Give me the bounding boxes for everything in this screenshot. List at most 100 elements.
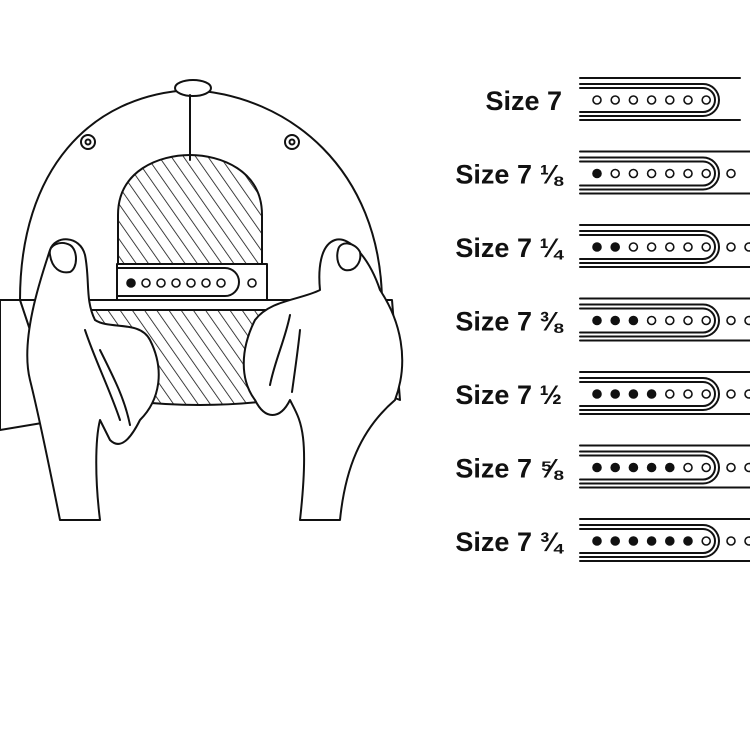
open-hole bbox=[664, 95, 675, 105]
filled-hole bbox=[628, 536, 639, 546]
size-row: Size 7 ⅛ bbox=[455, 150, 750, 195]
filled-hole bbox=[592, 315, 602, 326]
open-hole bbox=[646, 315, 657, 326]
outer-hole bbox=[726, 242, 736, 252]
outer-hole bbox=[744, 389, 750, 399]
outer-hole bbox=[744, 315, 750, 326]
filled-hole bbox=[610, 462, 621, 473]
open-hole bbox=[646, 168, 657, 179]
open-hole bbox=[628, 95, 639, 105]
open-hole bbox=[664, 168, 675, 179]
open-hole bbox=[701, 95, 712, 105]
size-label: Size 7 ¼ bbox=[455, 233, 564, 263]
size-label: Size 7 ⅝ bbox=[455, 454, 563, 484]
open-hole bbox=[701, 315, 712, 326]
open-hole bbox=[628, 168, 639, 179]
strap-tab bbox=[579, 377, 720, 411]
strap-tab-inner bbox=[579, 307, 716, 334]
filled-hole bbox=[664, 536, 675, 546]
open-hole bbox=[701, 389, 712, 399]
open-hole bbox=[610, 95, 621, 105]
size-label: Size 7 bbox=[485, 86, 562, 116]
open-hole bbox=[646, 95, 657, 105]
outer-hole bbox=[726, 536, 736, 546]
open-hole bbox=[628, 242, 639, 252]
filled-hole bbox=[628, 315, 639, 326]
open-hole bbox=[701, 242, 712, 252]
cap-button bbox=[174, 79, 212, 97]
size-label: Size 7 ½ bbox=[455, 380, 562, 410]
open-hole bbox=[664, 242, 675, 252]
size-row: Size 7 bbox=[485, 77, 741, 121]
filled-hole bbox=[610, 315, 621, 326]
open-hole bbox=[664, 315, 675, 326]
strap-tab-inner bbox=[579, 160, 716, 187]
outer-hole bbox=[726, 168, 736, 179]
open-hole bbox=[186, 278, 196, 288]
filled-hole bbox=[683, 536, 693, 546]
open-hole bbox=[683, 95, 693, 105]
filled-hole bbox=[592, 389, 602, 399]
filled-hole bbox=[628, 462, 639, 473]
size-chart: Size 7 Size 7 ⅛ Size 7 ¼ Size 7 ⅜ Size 7 ½ Si… bbox=[455, 77, 750, 562]
filled-hole bbox=[592, 462, 602, 473]
filled-hole bbox=[610, 242, 621, 252]
strap-tab bbox=[579, 230, 720, 264]
size-row: Size 7 ¾ bbox=[455, 518, 750, 562]
filled-hole bbox=[610, 389, 621, 399]
strap-tab-inner bbox=[579, 528, 716, 554]
outer-hole bbox=[744, 536, 750, 546]
open-hole bbox=[216, 278, 226, 288]
outer-hole bbox=[726, 315, 736, 326]
filled-hole bbox=[664, 462, 675, 473]
strap-tab bbox=[579, 156, 720, 191]
size-label: Size 7 ¾ bbox=[455, 527, 564, 557]
outer-hole bbox=[744, 462, 750, 473]
open-hole bbox=[592, 95, 602, 105]
open-hole bbox=[683, 462, 693, 473]
size-row: Size 7 ½ bbox=[455, 371, 750, 415]
size-label: Size 7 ⅜ bbox=[455, 307, 563, 337]
open-hole bbox=[683, 315, 693, 326]
strap-tab-inner bbox=[579, 234, 716, 260]
outer-hole bbox=[726, 389, 736, 399]
open-hole bbox=[701, 536, 712, 546]
open-hole bbox=[141, 278, 151, 288]
open-hole bbox=[683, 242, 693, 252]
open-hole bbox=[247, 278, 257, 288]
strap-tab bbox=[579, 83, 720, 117]
filled-hole bbox=[628, 389, 639, 399]
left-hand bbox=[26, 238, 160, 521]
strap-tab-inner bbox=[579, 87, 716, 113]
open-hole bbox=[683, 168, 693, 179]
filled-hole bbox=[592, 242, 602, 252]
open-hole bbox=[171, 278, 181, 288]
filled-hole bbox=[646, 389, 657, 399]
cap-back-illustration bbox=[0, 79, 404, 521]
open-hole bbox=[664, 389, 675, 399]
strap-tab bbox=[579, 450, 720, 485]
open-hole bbox=[156, 278, 166, 288]
strap-tab bbox=[579, 524, 720, 558]
strap-tab-inner bbox=[579, 381, 716, 407]
open-hole bbox=[201, 278, 211, 288]
outer-hole bbox=[726, 462, 736, 473]
open-hole bbox=[701, 462, 712, 473]
open-hole bbox=[701, 168, 712, 179]
size-row: Size 7 ¼ bbox=[455, 224, 750, 268]
right-hand bbox=[242, 238, 404, 521]
filled-hole bbox=[126, 278, 136, 288]
filled-hole bbox=[610, 536, 621, 546]
filled-hole bbox=[592, 536, 602, 546]
open-hole bbox=[646, 242, 657, 252]
strap-tab bbox=[579, 303, 720, 338]
size-row: Size 7 ⅜ bbox=[455, 297, 750, 342]
filled-hole bbox=[646, 536, 657, 546]
outer-hole bbox=[744, 242, 750, 252]
size-row: Size 7 ⅝ bbox=[455, 444, 750, 489]
open-hole bbox=[683, 389, 693, 399]
filled-hole bbox=[592, 168, 602, 179]
strap-tab-inner bbox=[579, 454, 716, 481]
open-hole bbox=[610, 168, 621, 179]
